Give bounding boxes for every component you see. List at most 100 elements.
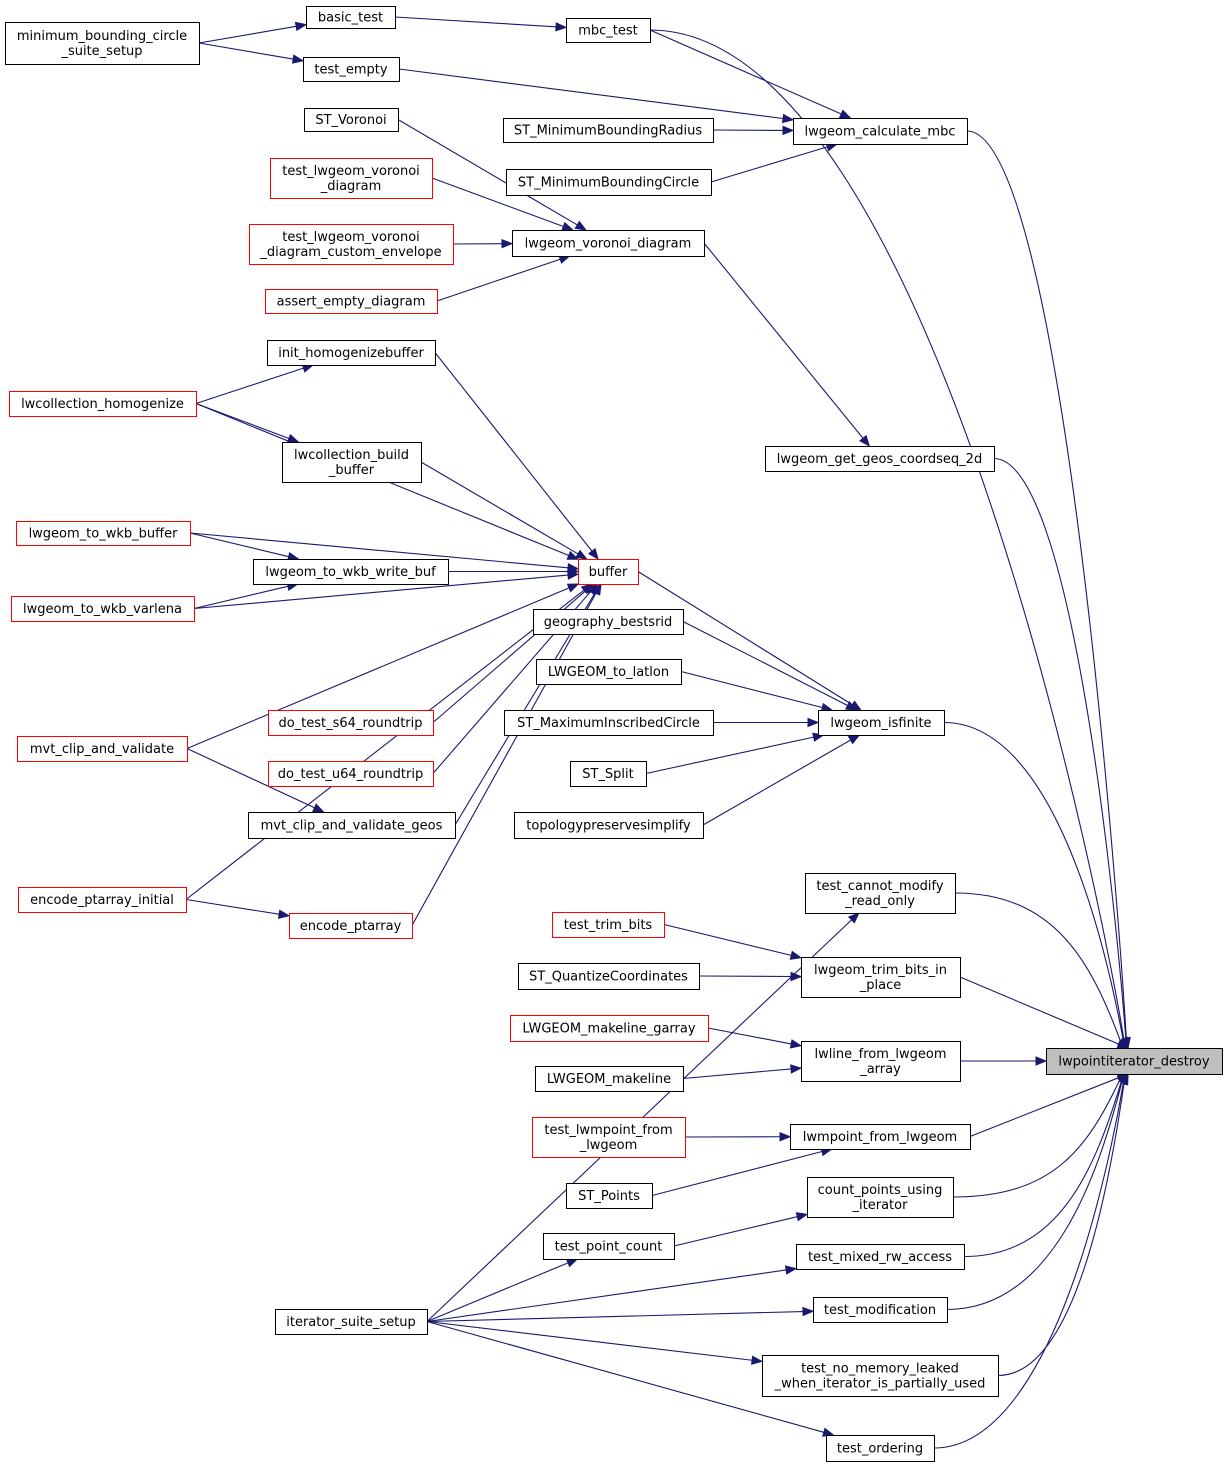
node-test_lwmpoint_from_lwgeom[interactable]: test_lwmpoint_from_lwgeom <box>532 1117 686 1158</box>
node-do_test_u64_roundtrip[interactable]: do_test_u64_roundtrip <box>268 761 434 787</box>
arrowhead <box>291 54 305 64</box>
node-test_modification[interactable]: test_modification <box>813 1297 948 1323</box>
node-test_cannot_modify_read_only[interactable]: test_cannot_modify_read_only <box>805 873 956 914</box>
arrowhead <box>789 950 803 960</box>
node-lwgeom_trim_bits_in_place[interactable]: lwgeom_trim_bits_in_place <box>801 957 961 998</box>
edge-test_no_memory_leaked_when_iterator_is_partially_used-to-lwpointiterator_destroy <box>997 1072 1129 1377</box>
edge-line <box>997 1083 1125 1377</box>
node-mvt_clip_and_validate[interactable]: mvt_clip_and_validate <box>17 736 188 762</box>
node-label: encode_ptarray_initial <box>30 893 174 908</box>
node-ST_MinimumBoundingRadius[interactable]: ST_MinimumBoundingRadius <box>503 118 714 143</box>
edge-lwgeom_trim_bits_in_place-to-lwpointiterator_destroy <box>959 976 1130 1049</box>
node-mvt_clip_and_validate_geos[interactable]: mvt_clip_and_validate_geos <box>248 812 456 839</box>
edge-lwline_from_lwgeom_array-to-lwpointiterator_destroy <box>960 1056 1048 1066</box>
node-lwgeom_voronoi_diagram[interactable]: lwgeom_voronoi_diagram <box>512 230 705 257</box>
node-label: lwcollection_homogenize <box>21 397 184 412</box>
node-test_mixed_rw_access[interactable]: test_mixed_rw_access <box>796 1244 965 1270</box>
node-label: ST_Points <box>578 1189 640 1204</box>
node-do_test_s64_roundtrip[interactable]: do_test_s64_roundtrip <box>268 710 434 736</box>
node-basic_test[interactable]: basic_test <box>306 6 396 29</box>
node-lwcollection_build_buffer[interactable]: lwcollection_build_buffer <box>282 442 422 483</box>
node-lwgeom_isfinite[interactable]: lwgeom_isfinite <box>818 710 945 736</box>
node-LWGEOM_to_latlon[interactable]: LWGEOM_to_latlon <box>536 659 682 685</box>
node-label: buffer <box>589 565 628 580</box>
node-lwline_from_lwgeom_array[interactable]: lwline_from_lwgeom_array <box>801 1041 961 1082</box>
node-init_homogenizebuffer[interactable]: init_homogenizebuffer <box>267 340 436 366</box>
node-assert_empty_diagram[interactable]: assert_empty_diagram <box>265 289 438 314</box>
node-box <box>249 224 454 265</box>
node-ST_QuantizeCoordinates[interactable]: ST_QuantizeCoordinates <box>518 963 700 990</box>
node-test_lwgeom_voronoi_diagram[interactable]: test_lwgeom_voronoi_diagram <box>270 158 433 199</box>
node-lwpointiterator_destroy[interactable]: lwpointiterator_destroy <box>1046 1048 1223 1075</box>
node-ST_Split[interactable]: ST_Split <box>570 761 647 787</box>
node-mbc_test[interactable]: mbc_test <box>566 18 651 43</box>
node-box <box>570 761 647 787</box>
node-label: lwgeom_voronoi_diagram <box>525 237 692 252</box>
nodes-layer: lwpointiterator_destroy minimum_bounding_… <box>5 6 1223 1462</box>
node-box <box>304 108 399 132</box>
edge-line <box>189 532 569 569</box>
node-lwmpoint_from_lwgeom[interactable]: lwmpoint_from_lwgeom <box>790 1124 971 1150</box>
edge-encode_ptarray-to-buffer <box>411 582 602 926</box>
node-ST_MaximumInscribedCircle[interactable]: ST_MaximumInscribedCircle <box>504 710 714 736</box>
node-label: lwline_from_lwgeom <box>814 1047 946 1062</box>
node-box <box>801 1041 961 1082</box>
arrowhead <box>1118 1072 1129 1086</box>
node-box <box>765 446 995 472</box>
node-label: geography_bestsrid <box>544 615 673 630</box>
node-ST_Points[interactable]: ST_Points <box>566 1183 653 1209</box>
node-lwgeom_get_geos_coordseq_2d[interactable]: lwgeom_get_geos_coordseq_2d <box>765 446 995 472</box>
node-test_empty[interactable]: test_empty <box>303 57 400 82</box>
edge-line <box>398 68 784 120</box>
node-test_lwgeom_voronoi_diagram_custom_envelope[interactable]: test_lwgeom_voronoi_diagram_custom_envel… <box>249 224 454 265</box>
node-buffer[interactable]: buffer <box>578 559 639 585</box>
node-lwgeom_to_wkb_buffer[interactable]: lwgeom_to_wkb_buffer <box>16 521 191 546</box>
node-encode_ptarray[interactable]: encode_ptarray <box>289 913 413 939</box>
node-geography_bestsrid[interactable]: geography_bestsrid <box>533 609 684 635</box>
node-iterator_suite_setup[interactable]: iterator_suite_setup <box>275 1309 428 1335</box>
node-label: LWGEOM_to_latlon <box>548 665 669 680</box>
node-test_ordering[interactable]: test_ordering <box>826 1435 935 1462</box>
node-minimum_bounding_circle_suite_setup[interactable]: minimum_bounding_circle_suite_setup <box>5 22 200 65</box>
node-lwgeom_to_wkb_write_buf[interactable]: lwgeom_to_wkb_write_buf <box>253 559 449 585</box>
node-test_point_count[interactable]: test_point_count <box>543 1233 675 1260</box>
node-label: test_lwgeom_voronoi <box>282 230 420 245</box>
edge-line <box>703 242 864 439</box>
node-test_trim_bits[interactable]: test_trim_bits <box>552 912 665 938</box>
edge-lwgeom_to_wkb_buffer-to-lwgeom_to_wkb_write_buf <box>189 532 300 562</box>
edge-LWGEOM_makeline-to-lwline_from_lwgeom_array <box>682 1064 803 1080</box>
node-label: LWGEOM_makeline_garray <box>522 1022 695 1037</box>
node-box <box>532 1117 686 1158</box>
edge-line <box>185 589 585 900</box>
node-label: ST_Voronoi <box>315 113 386 128</box>
node-lwgeom_calculate_mbc[interactable]: lwgeom_calculate_mbc <box>793 118 968 145</box>
node-lwgeom_to_wkb_varlena[interactable]: lwgeom_to_wkb_varlena <box>11 596 195 622</box>
edge-iterator_suite_setup-to-test_point_count <box>426 1258 579 1323</box>
edge-test_trim_bits-to-lwgeom_trim_bits_in_place <box>663 923 803 960</box>
edge-line <box>436 258 561 302</box>
node-label: mvt_clip_and_validate_geos <box>261 819 443 834</box>
arrowhead <box>566 550 580 560</box>
edge-line <box>649 29 842 115</box>
arrowhead <box>575 549 588 560</box>
node-label: _read_only <box>844 894 915 909</box>
node-box <box>518 963 700 990</box>
node-test_no_memory_leaked_when_iterator_is_partially_used[interactable]: test_no_memory_leaked_when_iterator_is_p… <box>762 1355 999 1397</box>
node-label: test_lwgeom_voronoi <box>282 164 420 179</box>
node-box <box>303 57 400 82</box>
arrowhead <box>567 566 580 577</box>
node-LWGEOM_makeline[interactable]: LWGEOM_makeline <box>535 1066 684 1092</box>
node-label: test_point_count <box>555 1240 663 1255</box>
edge-line <box>185 898 280 915</box>
node-LWGEOM_makeline_garray[interactable]: LWGEOM_makeline_garray <box>510 1015 709 1042</box>
node-topologypreservesimplify[interactable]: topologypreservesimplify <box>514 812 704 839</box>
node-count_points_using_iterator[interactable]: count_points_using_iterator <box>807 1177 954 1218</box>
node-lwcollection_homogenize[interactable]: lwcollection_homogenize <box>9 391 197 417</box>
node-ST_MinimumBoundingCircle[interactable]: ST_MinimumBoundingCircle <box>506 169 712 196</box>
node-encode_ptarray_initial[interactable]: encode_ptarray_initial <box>18 887 187 913</box>
node-ST_Voronoi[interactable]: ST_Voronoi <box>304 108 399 132</box>
arrowhead <box>847 912 860 924</box>
node-label: test_no_memory_leaked <box>801 1362 959 1377</box>
node-box <box>265 289 438 314</box>
node-label: lwgeom_isfinite <box>830 716 931 731</box>
